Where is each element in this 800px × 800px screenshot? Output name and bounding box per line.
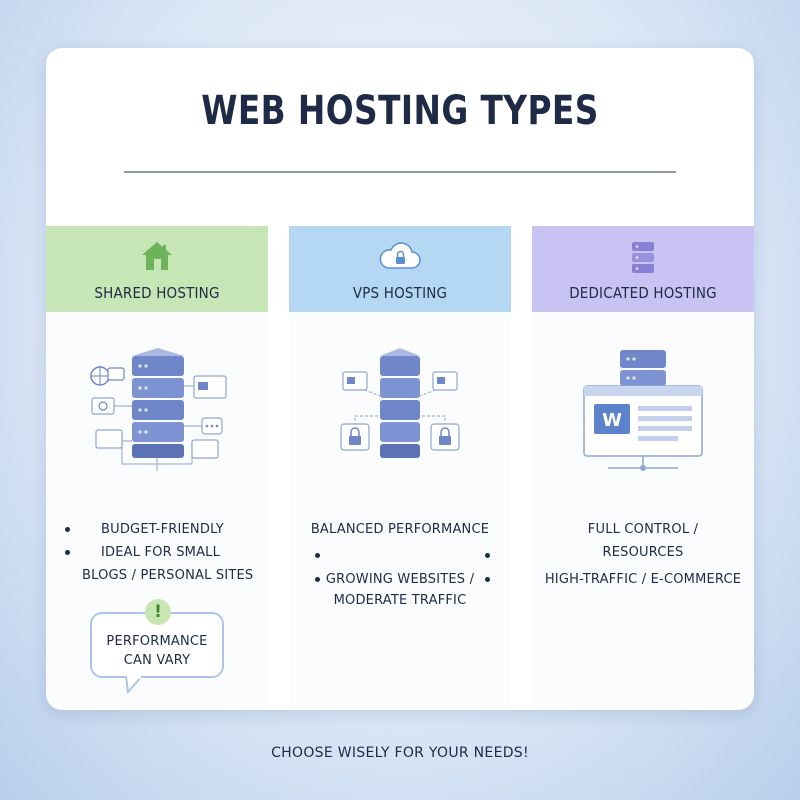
dedicated-item-3: HIGH-TRAFFIC / E-COMMERCE [544, 572, 742, 587]
callout-tail [124, 676, 144, 694]
bullet-dot [315, 553, 320, 558]
vps-item-3: MODERATE TRAFFIC [333, 593, 467, 608]
dedicated-server-illustration: W [583, 350, 703, 471]
svg-text:W: W [602, 410, 622, 431]
exclamation-icon: ! [145, 599, 171, 625]
vps-item-2: GROWING WEBSITES / [325, 572, 475, 587]
dedicated-item-1: FULL CONTROL / [587, 522, 699, 537]
callout-line-2: CAN VARY [123, 653, 191, 668]
dedicated-hosting-label: DEDICATED HOSTING [569, 284, 717, 302]
bullet-dot [485, 553, 490, 558]
title-divider [124, 171, 676, 173]
shared-hosting-label: SHARED HOSTING [94, 284, 220, 302]
dedicated-hosting-column: DEDICATED HOSTING W [532, 226, 754, 710]
bullet-dot [65, 550, 70, 555]
cloud-lock-icon [379, 242, 421, 269]
dedicated-hosting-header: DEDICATED HOSTING [532, 226, 754, 312]
house-icon [142, 242, 172, 270]
vps-hosting-column: VPS HOSTING [289, 226, 511, 710]
shared-item-1: BUDGET-FRIENDLY [101, 522, 224, 537]
callout-line-1: PERFORMANCE [106, 634, 208, 649]
vps-item-1: BALANCED PERFORMANCE [310, 522, 490, 537]
vps-hosting-header: VPS HOSTING [289, 226, 511, 312]
shared-hosting-header: SHARED HOSTING [46, 226, 268, 312]
bullet-dot [485, 577, 490, 582]
shared-item-2: IDEAL FOR SMALL [101, 545, 221, 560]
dedicated-item-2: RESOURCES [602, 545, 684, 560]
server-stack-icon [632, 242, 654, 273]
shared-server-illustration [90, 348, 227, 471]
footer-tagline: CHOOSE WISELY FOR YOUR NEEDS! [271, 745, 529, 761]
shared-hosting-column: SHARED HOSTING [46, 226, 268, 710]
vps-server-illustration [340, 348, 460, 458]
shared-item-3: BLOGS / PERSONAL SITES [82, 568, 254, 583]
page-title: WEB HOSTING TYPES [201, 88, 599, 134]
bullet-dot [65, 527, 70, 532]
vps-hosting-label: VPS HOSTING [352, 284, 448, 302]
bullet-dot [315, 577, 320, 582]
